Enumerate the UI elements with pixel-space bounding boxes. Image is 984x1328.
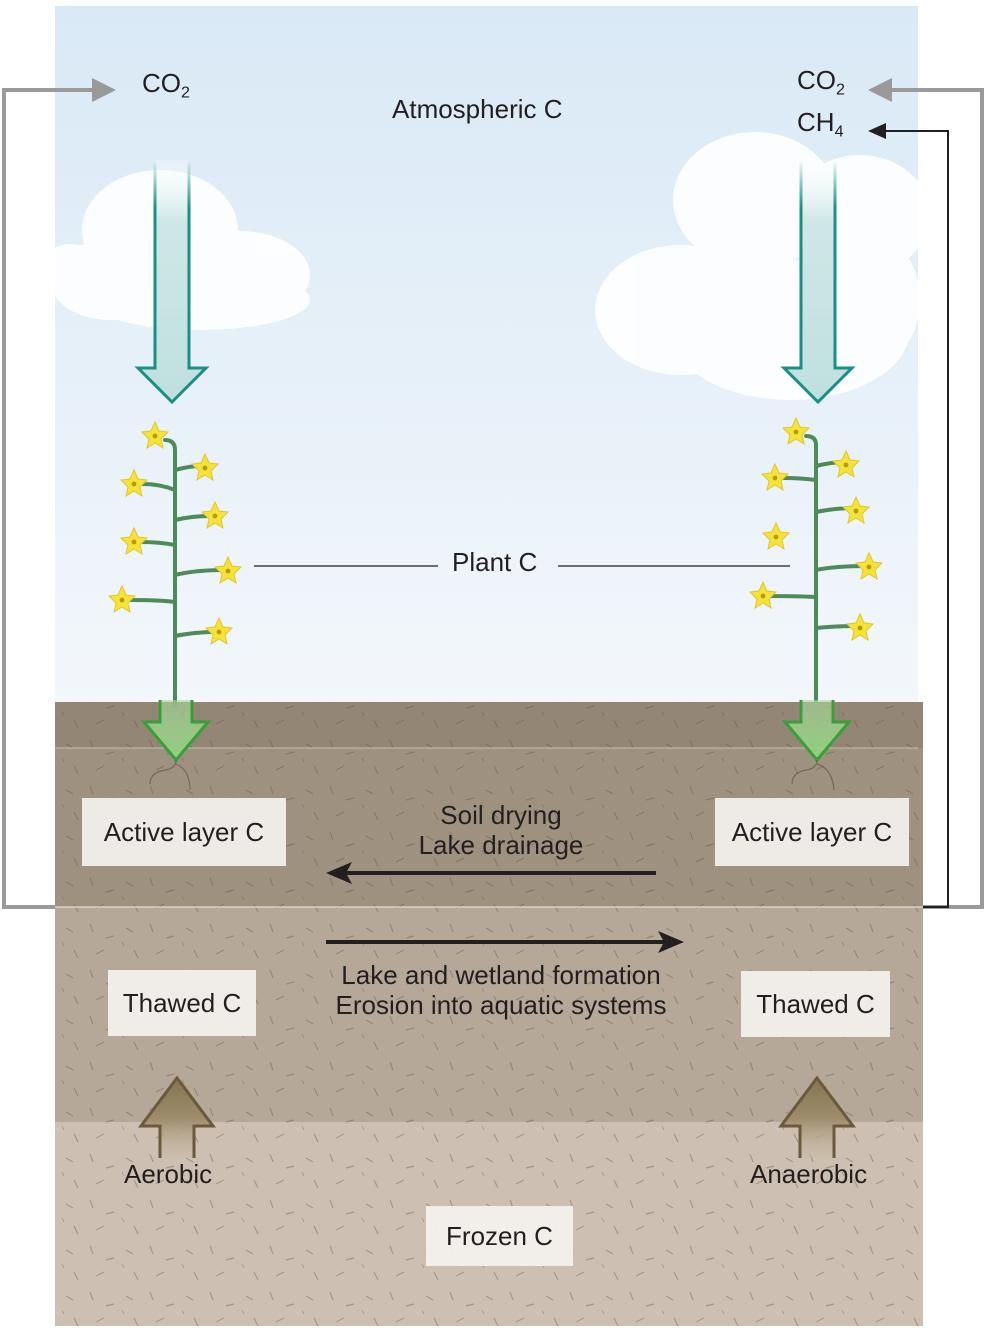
- wetland-label-line1: Lake and wetland formation: [341, 960, 661, 990]
- aerobic-label: Aerobic: [124, 1159, 213, 1189]
- thawed-left-box: Thawed C: [108, 970, 256, 1036]
- ch4-label: CH4: [797, 107, 844, 141]
- drying-label-line2: Lake drainage: [418, 830, 584, 860]
- active-layer-right-box: Active layer C: [715, 798, 909, 866]
- left-co2-return-line: [2, 88, 110, 909]
- drying-arrowhead-icon: [326, 862, 352, 884]
- plant-c-label: Plant C: [452, 547, 538, 577]
- drying-label-line1: Soil drying: [440, 800, 562, 830]
- wetland-arrowhead-icon: [658, 931, 684, 953]
- left-plant-icon: [108, 421, 242, 707]
- right-uptake-arrow-icon: [780, 160, 856, 405]
- aerobic-thaw-arrow-icon: [138, 1075, 216, 1158]
- frozen-c-box: Frozen C: [426, 1206, 573, 1266]
- right-co2-arrowhead-icon: [868, 78, 892, 102]
- right-ch4-return-line: [885, 130, 949, 908]
- wetland-label-line2: Erosion into aquatic systems: [335, 990, 667, 1020]
- anaerobic-thaw-arrow-icon: [778, 1075, 856, 1158]
- atmospheric-c-label: Atmospheric C: [392, 94, 563, 124]
- left-co2-arrowhead-icon: [92, 78, 116, 102]
- anaerobic-label: Anaerobic: [750, 1159, 868, 1189]
- thawed-right-box: Thawed C: [741, 971, 890, 1037]
- left-uptake-arrow-icon: [134, 160, 210, 405]
- right-co2-label: CO2: [797, 65, 845, 99]
- ch4-arrowhead-icon: [868, 123, 886, 139]
- right-co2-return-line: [890, 88, 984, 909]
- active-layer-left-box: Active layer C: [82, 798, 286, 866]
- left-co2-label: CO2: [142, 68, 190, 102]
- right-plant-icon: [749, 417, 883, 702]
- drying-label: Soil drying Lake drainage: [388, 800, 614, 860]
- wetland-label: Lake and wetland formation Erosion into …: [300, 960, 702, 1020]
